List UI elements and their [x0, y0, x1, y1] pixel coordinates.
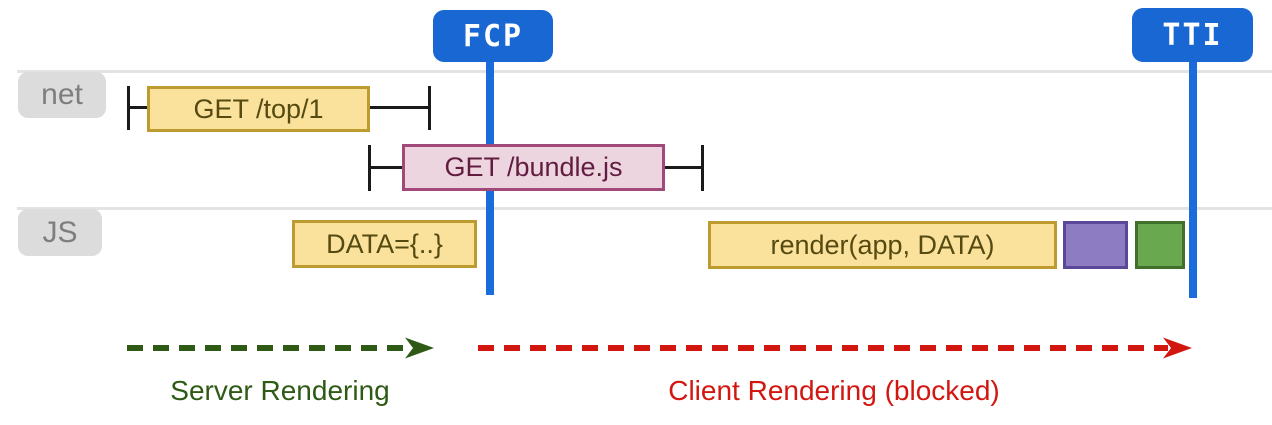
tti-badge-label: TTI	[1162, 17, 1223, 53]
get-bundle-request-box: GET /bundle.js	[402, 144, 665, 191]
top-request-start-cap	[127, 86, 130, 130]
fcp-badge: FCP	[433, 10, 553, 62]
js-track-line	[17, 207, 1272, 210]
tti-metric-line	[1189, 60, 1197, 298]
track-label-net: net	[18, 72, 106, 118]
server-rendering-arrowhead	[405, 337, 434, 359]
client-rendering-arrowhead	[1163, 337, 1192, 359]
get-bundle-request-label: GET /bundle.js	[444, 152, 623, 182]
net-label-text: net	[41, 78, 83, 111]
track-label-js: JS	[18, 209, 102, 256]
get-top-request-box: GET /top/1	[147, 86, 370, 132]
data-task-label: DATA={..}	[326, 228, 443, 259]
net-track-line	[17, 70, 1272, 73]
fcp-badge-label: FCP	[462, 18, 524, 54]
bundle-request-start-cap	[368, 145, 371, 191]
js-label-text: JS	[42, 215, 78, 249]
render-task-label: render(app, DATA)	[770, 229, 995, 260]
render-task-box: render(app, DATA)	[708, 221, 1057, 269]
bundle-request-end-cap	[701, 145, 704, 191]
top-request-end-cap	[428, 86, 431, 130]
data-task-box: DATA={..}	[292, 220, 477, 268]
get-top-request-label: GET /top/1	[193, 93, 324, 124]
green-task-box	[1135, 221, 1185, 269]
server-rendering-phase-label: Server Rendering	[170, 375, 390, 406]
tti-badge: TTI	[1132, 8, 1253, 62]
purple-task-box	[1063, 221, 1128, 269]
client-rendering-phase-label: Client Rendering (blocked)	[668, 375, 1000, 406]
phase-arrows	[127, 337, 1192, 359]
